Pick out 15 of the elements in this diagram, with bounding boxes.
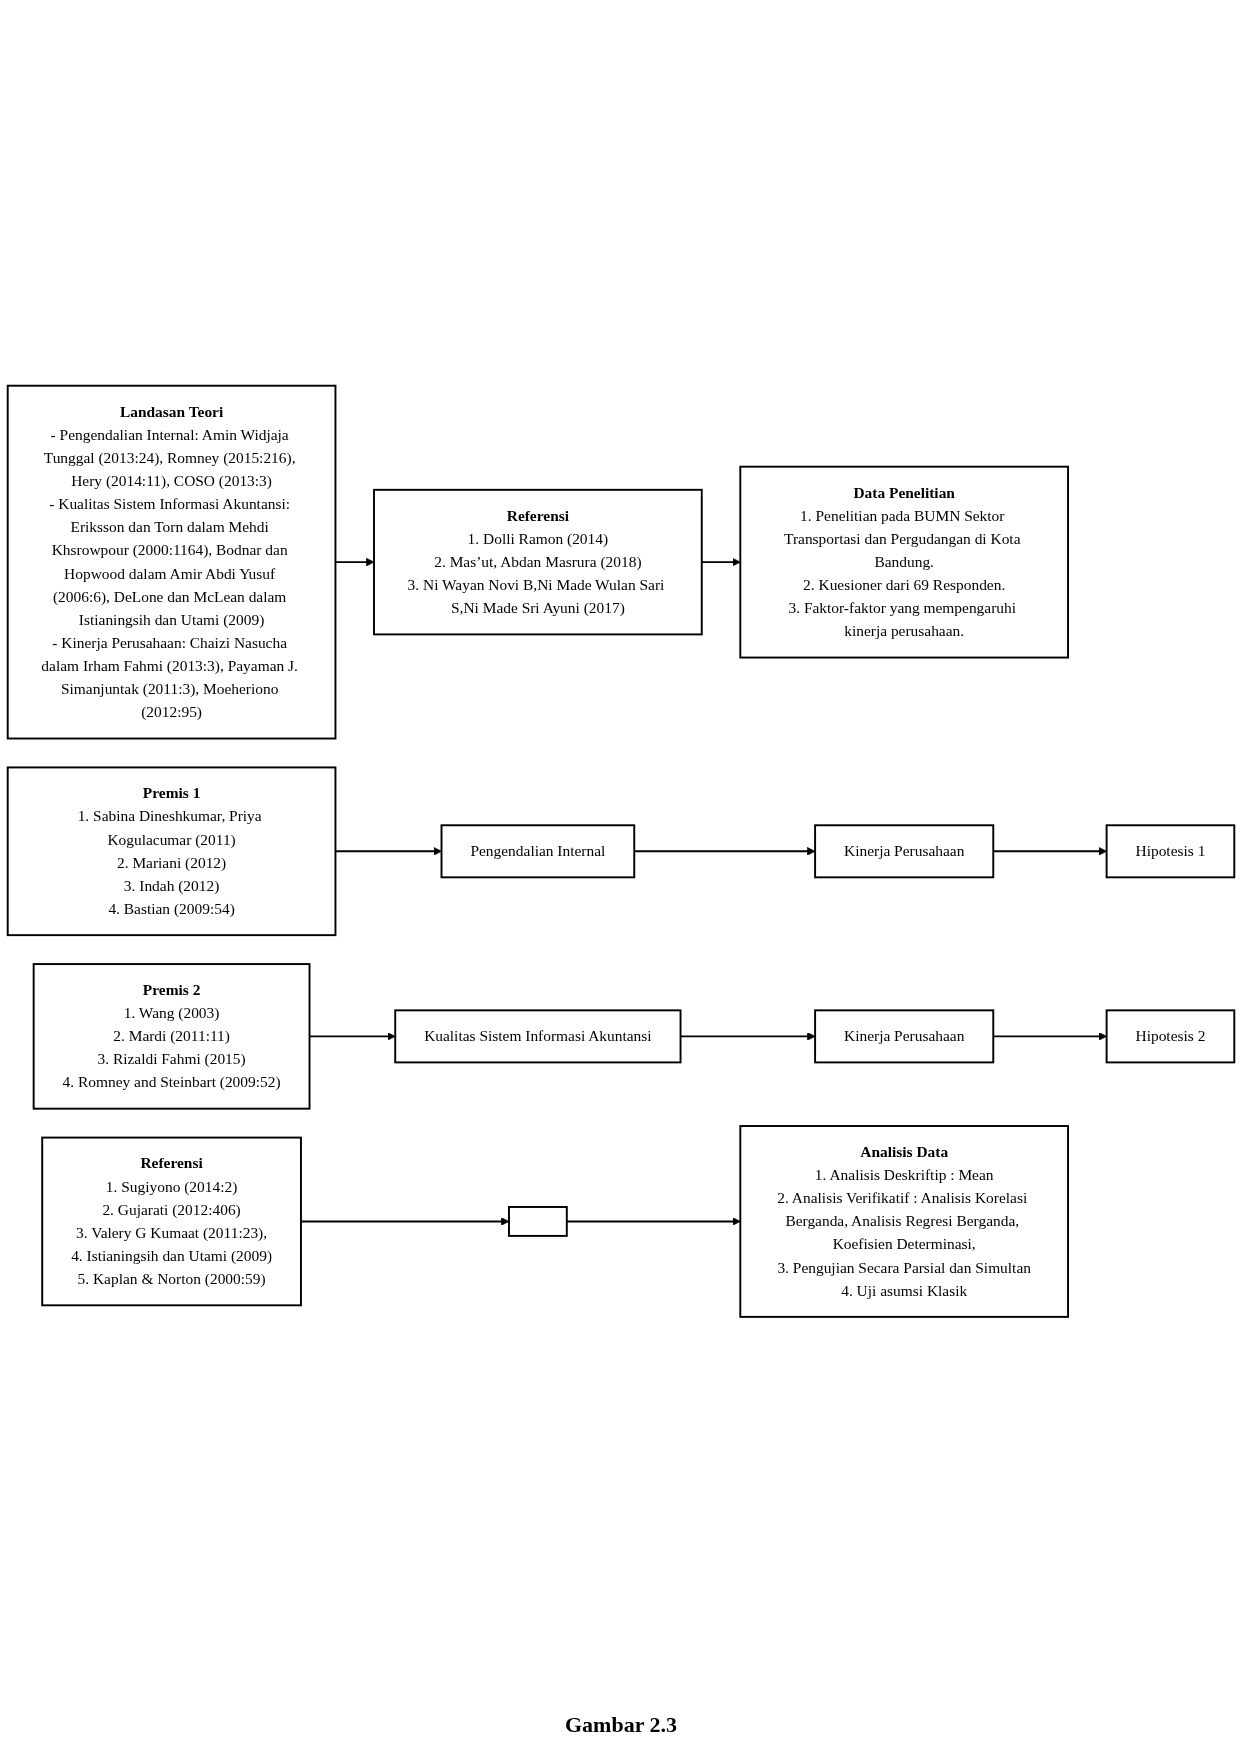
node-box <box>508 1205 568 1237</box>
node-box: Hipotesis 1 <box>1105 824 1236 878</box>
node-box: Referensi 1. Dolli Ramon (2014) 2. Mas’ut, Abdan Masrura (2018) 3. Ni Wayan Novi B,Ni Made Wulan Sari S,Ni Made Sri Ayuni (2017) <box>373 488 703 636</box>
node-box: Referensi 1. Sugiyono (2014:2) 2. Gujarati (2012:406) 3. Valery G Kumaat (2011:23), 4. Istianingsih dan Utami (2009) 5. Kaplan & Norton (2000:59) <box>41 1136 302 1306</box>
node-box: Landasan Teori - Pengendalian Internal: Amin Widjaja Tunggal (2013:24), Romney (2015:216), Hery (2014:11), COSO (2013:3) - Kualitas Sistem Informasi Akuntansi: Eriksson dan Torn dalam Mehdi Khsrowpour (2000:1164), Bodnar dan Hopwood dalam Amir Abdi Yusuf (2006:6), DeLone dan McLean dalam Istianingsih dan Utami (2009) - Kinerja Perusahaan: Chaizi Nasucha dalam Irham Fahmi (2013:3), Payaman J. Simanjuntak (2011:3), Moeheriono (2012:95) <box>6 384 337 740</box>
node-box: Kinerja Perusahaan <box>814 824 995 878</box>
node-box: Premis 2 1. Wang (2003) 2. Mardi (2011:11) 3. Rizaldi Fahmi (2015) 4. Romney and Steinbart (2009:52) <box>32 962 311 1110</box>
node-box: Pengendalian Internal <box>440 824 636 878</box>
node-box: Premis 1 1. Sabina Dineshkumar, Priya Kogulacumar (2011) 2. Mariani (2012) 3. Indah (2012) 4. Bastian (2009:54) <box>6 766 337 936</box>
figure-caption: Gambar 2.3 <box>564 1712 677 1738</box>
node-box: Hipotesis 2 <box>1105 1009 1236 1064</box>
node-box: Analisis Data 1. Analisis Deskriftip : Mean 2. Analisis Verifikatif : Analisis Korelasi Berganda, Analisis Regresi Berganda, Koefisien Determinasi, 3. Pengujian Secara Parsial dan Simultan 4. Uji asumsi Klasik <box>739 1124 1069 1318</box>
node-box: Data Penelitian 1. Penelitian pada BUMN Sektor Transportasi dan Pergudangan di Kota Bandung. 2. Kuesioner dari 69 Responden. 3. Faktor-faktor yang mempengaruhi kinerja perusahaan. <box>739 465 1069 659</box>
node-box: Kinerja Perusahaan <box>814 1009 995 1064</box>
node-box: Kualitas Sistem Informasi Akuntansi <box>394 1009 682 1064</box>
